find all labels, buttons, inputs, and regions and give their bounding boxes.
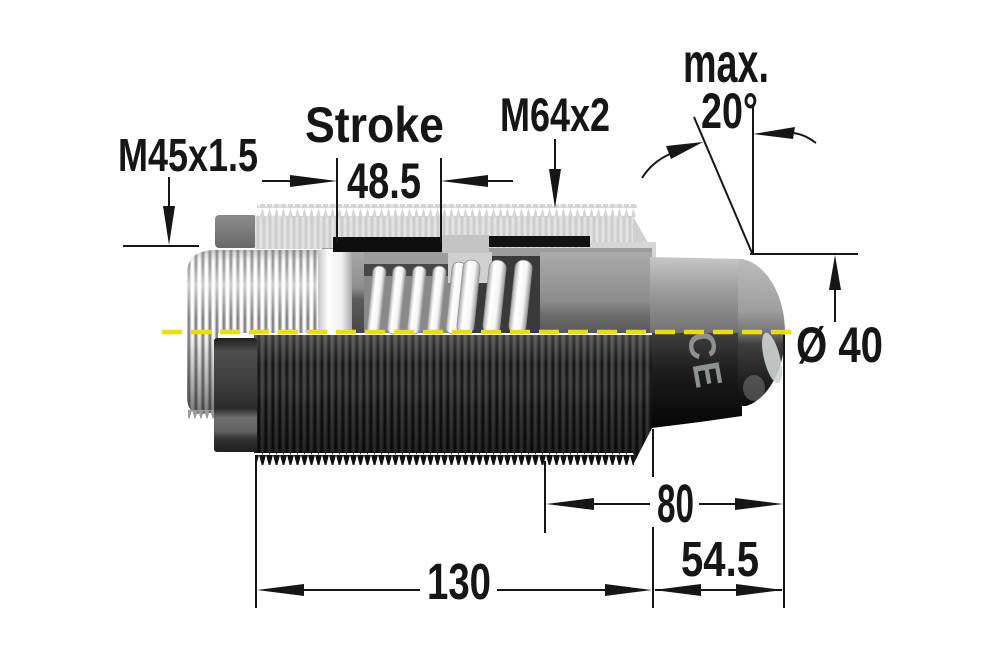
front-thread-teeth <box>188 409 218 419</box>
lower-thread-shading <box>254 335 634 453</box>
value-mid-length: 80 <box>657 474 694 534</box>
leader-arrowhead <box>549 169 561 208</box>
label-thread-front: M45x1.5 <box>118 129 258 181</box>
dim-mid-length: 80 <box>544 335 785 608</box>
piston-rod <box>318 249 352 333</box>
dim-angle: max. 20° <box>641 31 858 255</box>
label-thread-body: M64x2 <box>500 88 610 141</box>
angle-arrowhead-left <box>666 142 703 159</box>
leader-arrowhead <box>163 206 175 245</box>
label-angle-prefix: max. <box>683 31 769 94</box>
rear-groove-band <box>489 236 590 247</box>
dim-rear-length: 54.5 <box>652 429 783 608</box>
dim-thread-front: M45x1.5 <box>118 129 258 247</box>
value-stroke: 48.5 <box>347 153 421 209</box>
rear-top-cylinder <box>650 257 744 333</box>
cutaway-internals <box>318 235 652 335</box>
body-marking-text: CE <box>678 329 730 394</box>
arrowhead <box>605 584 652 596</box>
angle-slanted-line <box>693 116 753 254</box>
label-stroke: Stroke <box>305 97 444 153</box>
arrowhead <box>257 584 304 596</box>
value-total-length: 130 <box>427 553 491 610</box>
value-angle: 20° <box>701 83 758 139</box>
lock-nut-near-face <box>214 338 257 452</box>
shock-absorber-figure: CE <box>162 204 800 465</box>
angle-arrow-curve-right <box>793 132 817 144</box>
inner-piston-block <box>540 252 652 333</box>
end-cap-glow <box>743 375 765 401</box>
lower-thread-teeth <box>256 452 634 465</box>
label-diameter: Ø 40 <box>796 317 883 373</box>
dim-total-length: 130 <box>255 455 652 610</box>
arrowhead <box>546 498 594 510</box>
spring-coil <box>386 265 407 335</box>
dim-diameter: Ø 40 <box>796 255 883 373</box>
value-rear-length: 54.5 <box>681 533 759 587</box>
dimension-annotations: M45x1.5 Stroke 48.5 M64x2 max. 20° <box>118 31 883 610</box>
lower-chamfer-shading <box>634 335 652 463</box>
groove-spacer <box>442 235 489 253</box>
rear-section: CE <box>650 257 785 428</box>
arrowhead <box>654 584 701 596</box>
end-cap-highlight <box>762 332 782 384</box>
rod-guide <box>352 250 364 333</box>
angle-arrowhead-right <box>753 127 795 139</box>
return-spring <box>366 259 533 335</box>
angle-arrow-curve-left <box>641 153 671 179</box>
body-lower-thread <box>254 335 652 465</box>
leader-arrowhead <box>829 255 841 290</box>
arrowhead <box>735 498 783 510</box>
dim-thread-body: M64x2 <box>500 88 610 208</box>
shell-teeth <box>257 204 637 217</box>
dim-stroke: Stroke 48.5 <box>262 97 513 242</box>
lock-nut-far-face <box>215 215 257 248</box>
stroke-groove-band <box>333 237 442 252</box>
rear-bottom-cylinder <box>652 333 742 428</box>
arrowhead <box>290 175 337 187</box>
arrowhead <box>441 175 488 187</box>
arrowhead <box>736 584 783 596</box>
